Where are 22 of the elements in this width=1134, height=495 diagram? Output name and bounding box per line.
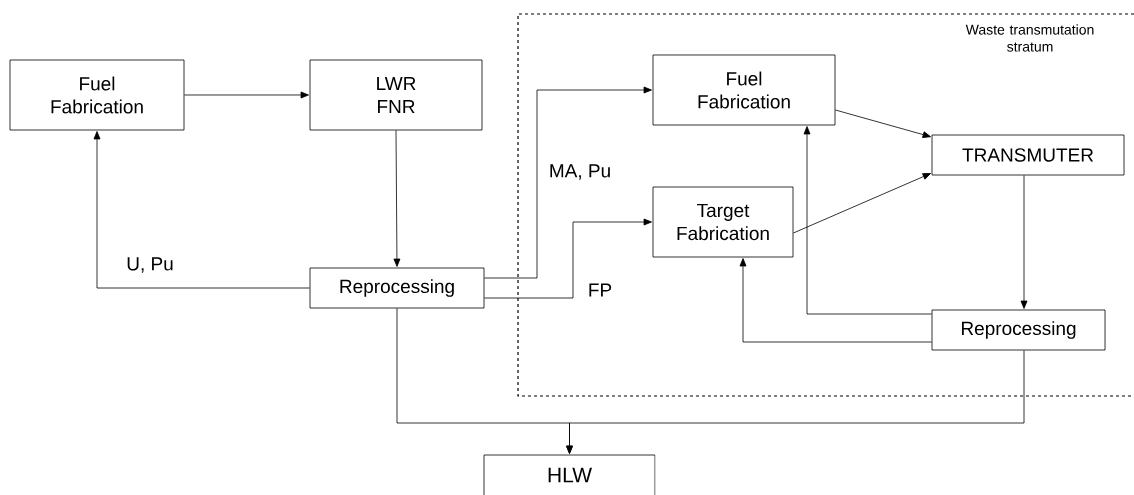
process-box: LWR FNR [309,59,483,131]
process-box: TRANSMUTER [931,134,1125,176]
edge-label: FP [586,282,614,298]
arrow [739,258,932,343]
process-box: Fuel Fabrication [9,59,185,131]
process-box: Reprocessing [309,267,485,309]
arrow [93,131,310,289]
process-box: Reprocessing [931,309,1106,351]
arrow [803,126,932,315]
process-box: Target Fabrication [652,186,794,258]
process-box: Fuel Fabrication [652,54,836,126]
arrow [484,86,652,279]
arrow [835,109,931,138]
arrow [793,173,931,234]
edge-label: MA, Pu [547,163,613,181]
arrow [566,350,1025,454]
arrow [484,218,652,299]
arrow [184,91,309,99]
edge-label: U, Pu [125,256,175,274]
process-box: HLW [483,454,656,495]
arrow [393,130,401,267]
arrow [1020,175,1028,309]
